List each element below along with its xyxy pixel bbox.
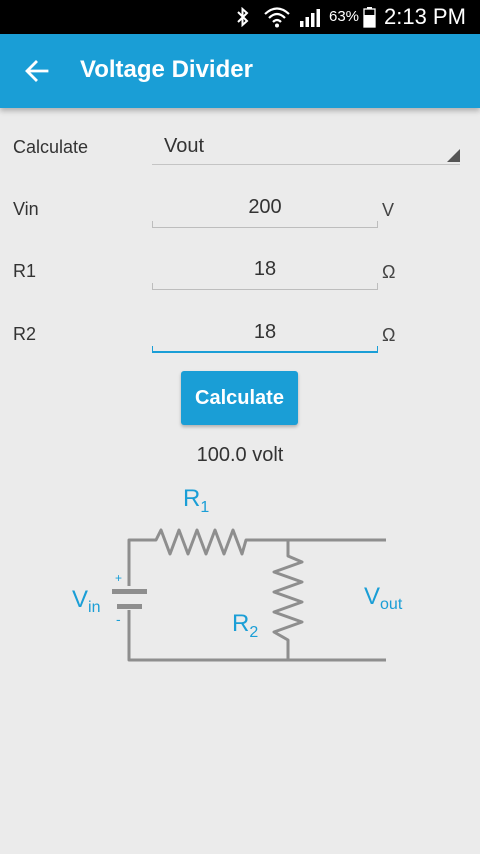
calculate-selected-value: Vout <box>164 135 205 157</box>
status-bar: 63% 2:13 PM <box>0 0 480 34</box>
result-text: 100.0 volt <box>196 444 284 466</box>
battery-icon <box>363 0 376 34</box>
r2-diagram-label: R2 <box>232 610 258 641</box>
page-title: Voltage Divider <box>80 56 253 83</box>
vin-label: Vin <box>13 199 39 219</box>
r1-diagram-label: R1 <box>183 485 209 516</box>
r2-input[interactable]: 18 <box>152 321 378 353</box>
app-bar: Voltage Divider <box>0 34 480 108</box>
calculate-label: Calculate <box>13 137 89 157</box>
r1-label: R1 <box>13 261 37 281</box>
calculate-target-dropdown[interactable]: Vout <box>152 130 460 165</box>
voltage-divider-circuit-diagram: R1 R2 Vin Vout + - <box>72 485 403 662</box>
bottom-wire <box>127 610 386 662</box>
battery-minus-sign: - <box>116 611 121 627</box>
dropdown-arrow-icon <box>447 149 460 162</box>
top-wire-with-r1 <box>127 528 386 586</box>
vin-underline <box>152 221 378 228</box>
vout-diagram-label: Vout <box>364 583 403 613</box>
vin-unit: V <box>382 200 395 220</box>
vin-diagram-label: Vin <box>72 586 100 616</box>
r1-underline <box>152 283 378 290</box>
back-arrow-icon[interactable] <box>22 56 52 86</box>
r2-resistor <box>272 540 304 660</box>
battery-plus-sign: + <box>115 571 122 585</box>
r2-unit: Ω <box>382 325 396 345</box>
vin-value: 200 <box>248 196 282 218</box>
r2-value: 18 <box>253 321 277 343</box>
bluetooth-icon <box>236 0 250 34</box>
vin-input[interactable]: 200 <box>152 196 378 228</box>
r1-value: 18 <box>253 258 277 280</box>
r2-label: R2 <box>13 324 37 344</box>
signal-icon <box>299 0 323 34</box>
r2-underline <box>152 346 378 353</box>
r1-input[interactable]: 18 <box>152 258 378 290</box>
battery-short-plate <box>117 604 142 609</box>
clock: 2:13 PM <box>384 4 466 29</box>
battery-percent: 63% <box>329 8 360 25</box>
calculate-button[interactable]: Calculate <box>181 371 298 425</box>
battery-long-plate <box>112 589 147 594</box>
r1-unit: Ω <box>382 262 396 282</box>
wifi-icon <box>264 0 290 34</box>
